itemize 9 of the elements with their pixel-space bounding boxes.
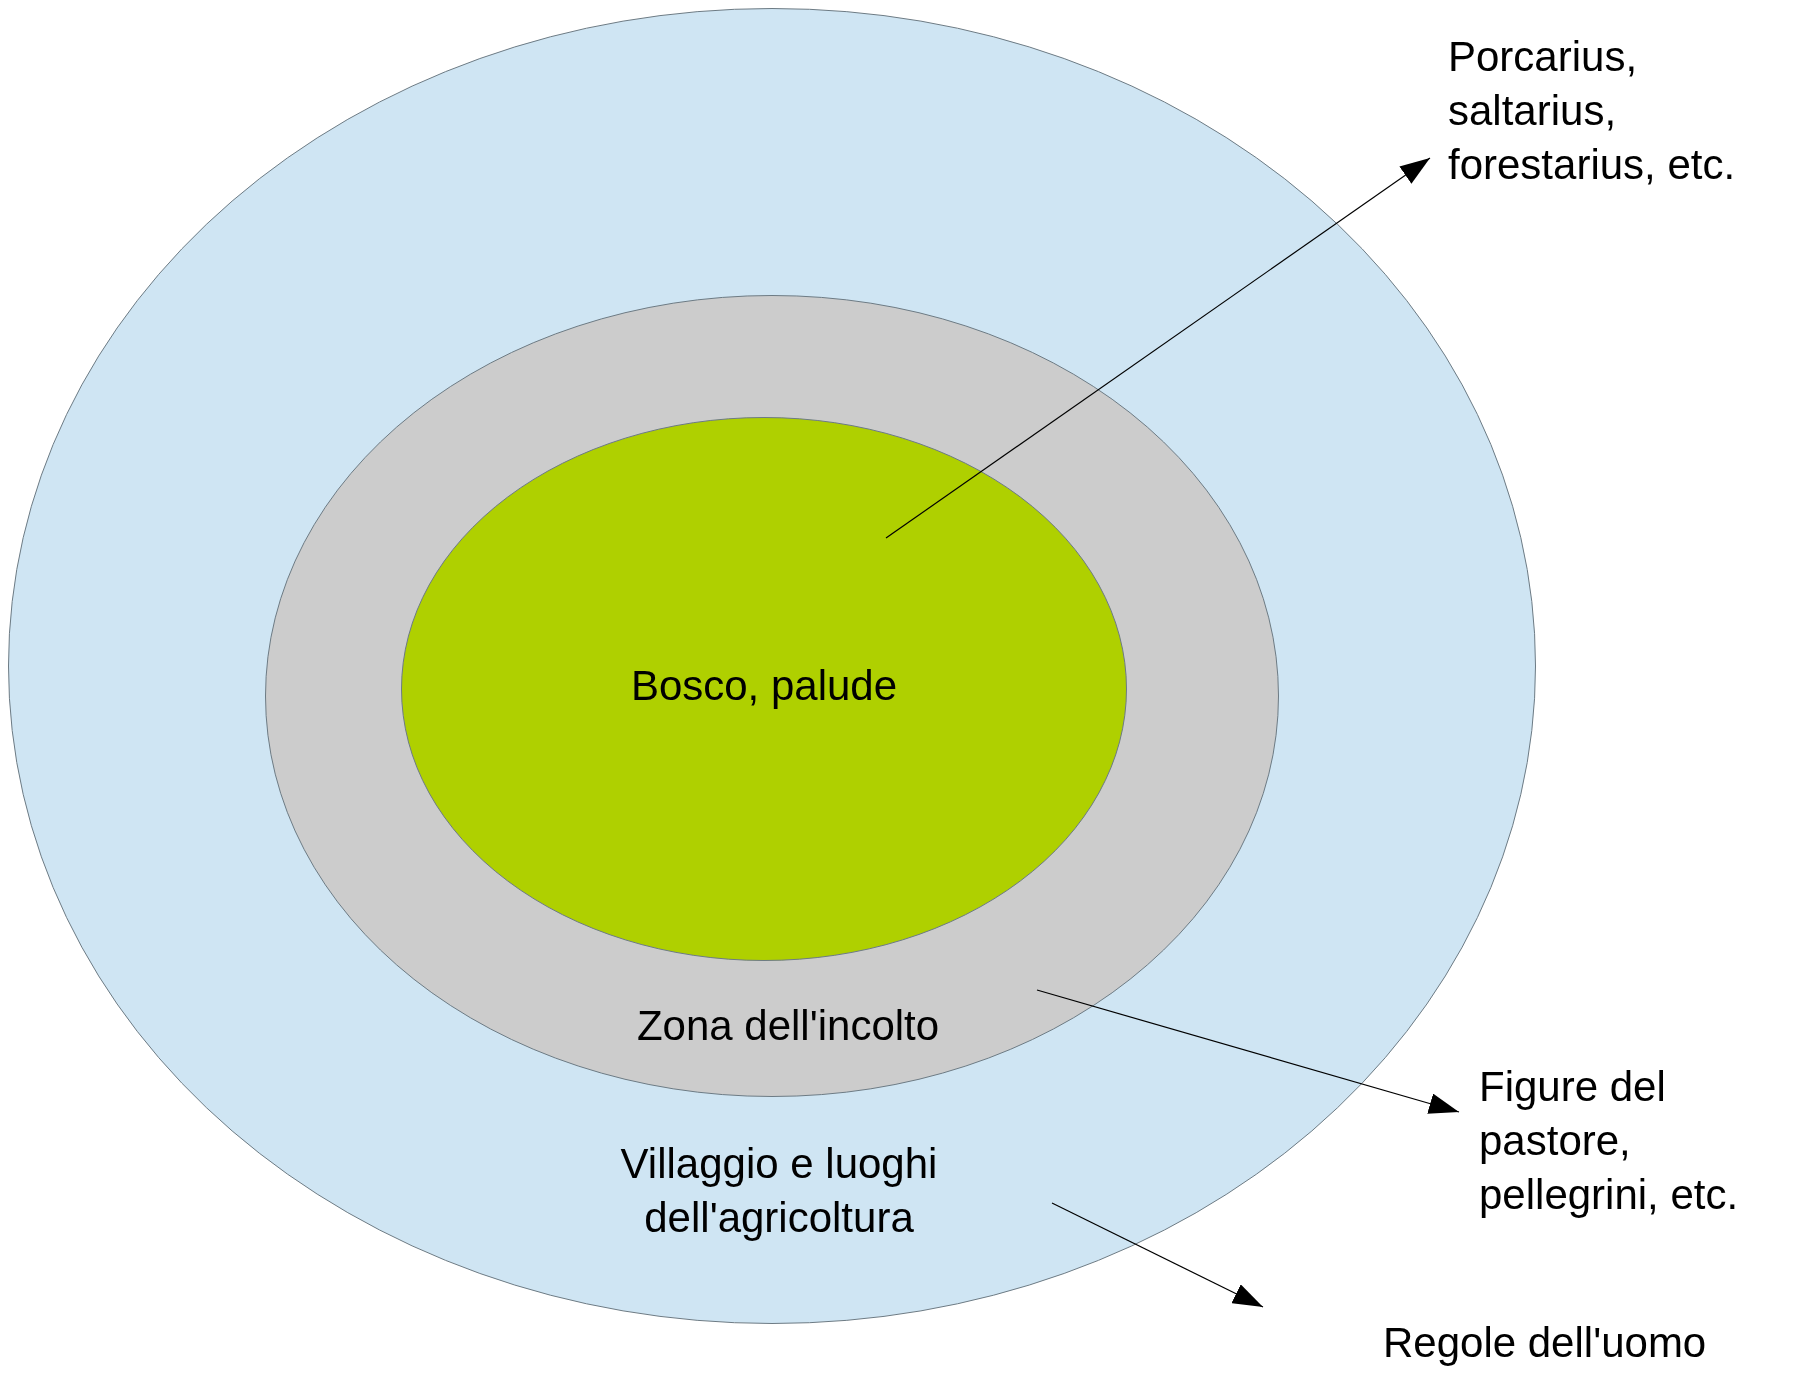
annotation-text: Porcarius, saltarius, forestarius, etc.	[1448, 32, 1737, 190]
arrow	[1051, 1202, 1264, 1308]
zone-label: Zona dell'incolto	[635, 1001, 941, 1051]
arrow	[885, 157, 1431, 539]
zone-label: Bosco, palude	[629, 661, 899, 711]
arrow	[1036, 989, 1460, 1114]
annotation-text: Figure del pastore, pellegrini, etc.	[1479, 1062, 1740, 1220]
annotation-text: Regole dell'uomo	[1383, 1318, 1708, 1368]
zone-label: Villaggio e luoghi dell'agricoltura	[619, 1139, 939, 1243]
